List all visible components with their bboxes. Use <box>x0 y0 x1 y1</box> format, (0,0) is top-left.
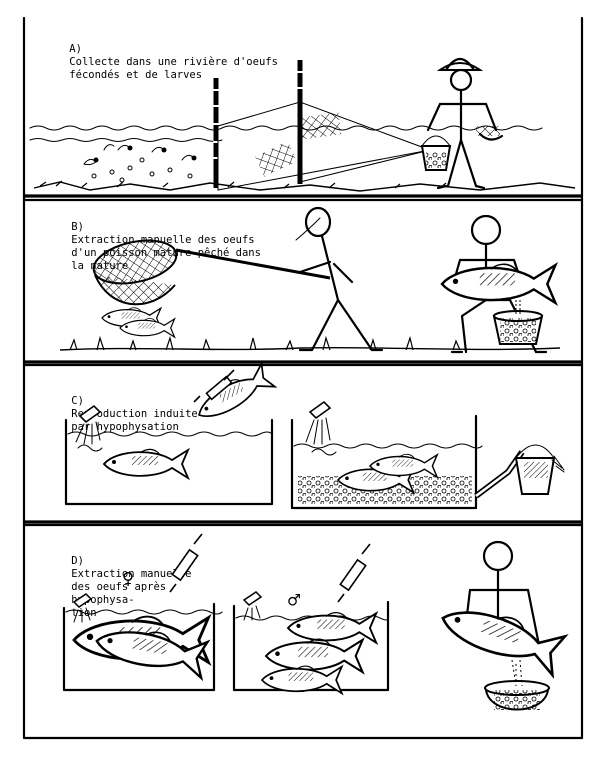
fisherman-figure <box>426 57 498 190</box>
tank-d1 <box>62 602 216 692</box>
panel-a-caption: A) Collecte dans une rivière d'oeufs féc… <box>44 30 278 95</box>
male-symbol: ♂ <box>288 588 301 612</box>
collection-bucket-c <box>514 444 565 495</box>
hypophysation-syringe-c <box>193 369 235 403</box>
panel-c-scene <box>64 362 565 510</box>
mature-fish <box>440 263 557 305</box>
tank-1 <box>64 418 274 506</box>
panel-a-text: Collecte dans une rivière d'oeufs fécond… <box>69 56 278 81</box>
ground-line <box>59 346 561 351</box>
panel-d-letter: D) <box>71 555 84 567</box>
netting-figure <box>295 206 384 352</box>
panel-c-frame <box>22 363 584 527</box>
syringe-female <box>169 533 203 593</box>
female-symbol: ♀ <box>122 566 135 590</box>
tank-1-water <box>67 431 273 437</box>
panel-d-frame <box>22 523 584 740</box>
panel-b-scene <box>59 206 561 354</box>
water-inlet-1 <box>78 404 102 424</box>
male-fish-2 <box>264 638 364 674</box>
syringe-male <box>337 543 371 603</box>
panel-a-river-scene <box>29 57 576 192</box>
egg-bowl-d <box>484 659 550 711</box>
water-inlet-2 <box>308 400 332 420</box>
collection-bucket <box>420 126 504 171</box>
panel-b-frame <box>22 198 584 367</box>
panel-a-letter: A) <box>69 43 82 55</box>
injected-fish <box>191 362 276 428</box>
tank-d1-water <box>65 609 223 615</box>
extracting-figure <box>462 540 542 652</box>
river-surface <box>29 125 543 131</box>
panel-d-scene <box>62 533 567 711</box>
tank-2-water <box>293 443 483 449</box>
panel-c-letter: C) <box>71 395 84 407</box>
grass <box>69 335 461 351</box>
large-female-fish <box>435 596 567 677</box>
panel-b-letter: B) <box>71 221 84 233</box>
landing-net-handle <box>175 248 331 280</box>
tank-1-fish <box>103 448 189 479</box>
egg-bowl-b <box>492 300 544 345</box>
panel-a-frame <box>22 16 584 202</box>
panel-frames <box>22 16 584 740</box>
tank-2 <box>290 414 478 510</box>
larvae <box>83 144 197 183</box>
landing-net-bag <box>94 274 176 306</box>
river-bed <box>33 181 576 192</box>
